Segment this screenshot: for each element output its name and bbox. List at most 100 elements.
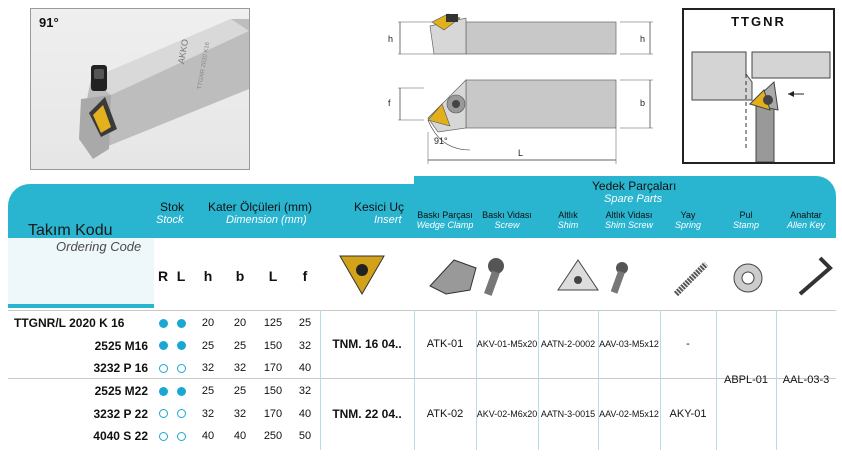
shim-group-2: AATN-3-0015 (540, 409, 596, 419)
dim-L: L (518, 148, 524, 158)
allen-key-icon (798, 256, 833, 296)
tool-code-subtitle: Ordering Code (56, 239, 142, 254)
product-table: Takım Kodu Ordering Code Stok Stock Kate… (8, 176, 836, 452)
stamp-icon (733, 263, 763, 293)
stock-r-mark (154, 335, 172, 358)
row-code: TTGNR/L 2020 K 16 (14, 316, 125, 331)
stock-dot (158, 386, 168, 396)
dimensions-subtitle: Dimension (mm) (226, 214, 307, 226)
dim-b-value: 32 (233, 362, 247, 375)
dim-L-value: 150 (263, 385, 283, 398)
dim-b-value: 25 (233, 339, 247, 352)
dim-L-value: 250 (263, 430, 283, 443)
dim-b: b (640, 98, 646, 108)
dim-col-f: f (302, 268, 308, 284)
dim-h-value: 40 (201, 430, 215, 443)
stock-l-mark (172, 312, 190, 335)
spring-group-1: - (686, 338, 690, 350)
stock-dot (176, 341, 186, 351)
stock-dot (176, 386, 186, 396)
dim-b-value: 20 (233, 317, 247, 330)
dim-h-value: 32 (201, 362, 215, 375)
stock-r-mark (154, 402, 172, 425)
dim-f-value: 32 (298, 339, 312, 352)
stock-dot (158, 409, 168, 419)
stock-l-mark (172, 425, 190, 448)
dim-L-value: 170 (263, 407, 283, 420)
insert-group-1: TNM. 16 04.. (332, 337, 402, 351)
stock-dot (176, 318, 186, 328)
stock-l-mark (172, 380, 190, 403)
dim-L-value: 170 (263, 362, 283, 375)
stock-l-mark (172, 335, 190, 358)
dim-h-value: 25 (201, 385, 215, 398)
dim-b-value: 32 (233, 407, 247, 420)
dim-h-value: 32 (201, 407, 215, 420)
allen-key-all: AAL-03-3 (782, 374, 830, 386)
dim-col-L: L (268, 268, 278, 284)
row-code: 3232 P 22 (93, 406, 149, 421)
stock-dot (176, 409, 186, 419)
spare-parts-subtitle: Spare Parts (604, 193, 663, 205)
row-code: 4040 S 22 (93, 429, 148, 444)
row-code: 3232 P 16 (93, 361, 149, 376)
dim-angle: 91° (434, 136, 448, 146)
spring-group-2: AKY-01 (669, 408, 707, 420)
shim-group-1: AATN-2-0002 (540, 339, 596, 349)
tool-holder-photo: 91° AKKO TTGNR 2020 K16 (30, 8, 250, 170)
dim-L-value: 150 (263, 339, 283, 352)
insert-subtitle: Insert (374, 214, 402, 226)
dim-f-value: 25 (298, 317, 312, 330)
row-code: 2525 M16 (94, 338, 148, 353)
stock-col-l: L (176, 268, 186, 284)
screw-group-1: AKV-01-M5x20 (476, 339, 538, 349)
stock-dot (176, 431, 186, 441)
stock-dot (158, 341, 168, 351)
dim-f: f (388, 98, 391, 108)
stock-l-mark (172, 357, 190, 380)
shim-screw-group-2: AAV-02-M5x12 (599, 409, 659, 419)
header-parts-row (414, 210, 836, 238)
stock-dot (158, 431, 168, 441)
insert-title: Kesici Uç (354, 200, 405, 214)
spring-icon (673, 261, 709, 297)
stock-l-mark (172, 402, 190, 425)
tool-holder-illustration (79, 19, 249, 159)
dim-col-h: h (203, 268, 213, 284)
stock-dot (176, 363, 186, 373)
dim-f-value: 32 (298, 385, 312, 398)
stock-r-mark (154, 425, 172, 448)
ttgnr-title: TTGNR (731, 14, 786, 29)
stamp-all: ABPL-01 (723, 374, 769, 386)
dim-h-left: h (388, 34, 394, 44)
dim-h-value: 25 (201, 339, 215, 352)
dim-f-value: 40 (298, 362, 312, 375)
shim-screw-group-1: AAV-03-M5x12 (599, 339, 659, 349)
tool-schematic: h h f b L 91° (378, 8, 668, 168)
photo-angle-label: 91° (39, 15, 59, 30)
screw-group-2: AKV-02-M6x20 (476, 409, 538, 419)
wedge-group-1: ATK-01 (426, 338, 464, 350)
dim-h-right: h (640, 34, 646, 44)
shim-icon (557, 259, 599, 291)
stock-r-mark (154, 357, 172, 380)
insert-icon (339, 255, 385, 295)
part-icons (339, 255, 833, 297)
dim-f-value: 50 (298, 430, 312, 443)
header-spare-parts (414, 176, 836, 210)
stock-title: Stok (160, 200, 185, 214)
stock-dot (158, 363, 168, 373)
insert-group-2: TNM. 22 04.. (332, 407, 402, 421)
row-code: 2525 M22 (94, 384, 148, 399)
dim-col-b: b (235, 268, 245, 284)
spare-parts-title: Yedek Parçaları (592, 179, 677, 193)
screw-icon (484, 258, 504, 296)
stock-r-mark (154, 380, 172, 403)
dim-h-value: 20 (201, 317, 215, 330)
